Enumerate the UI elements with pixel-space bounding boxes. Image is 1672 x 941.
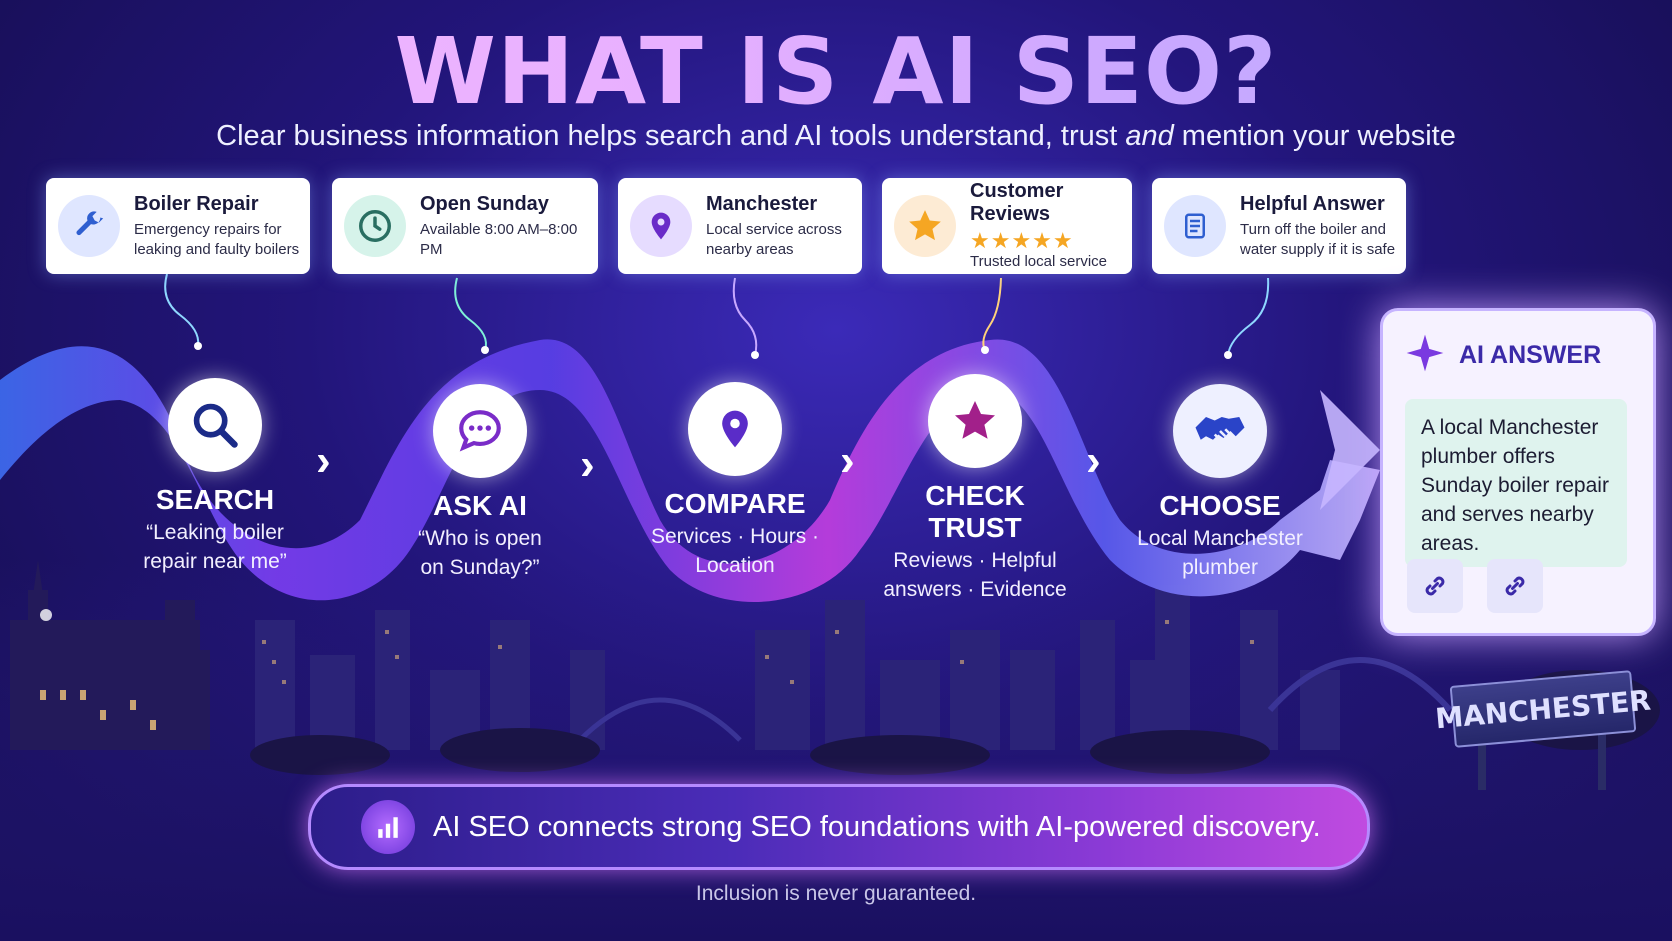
step-description: answers · Evidence — [883, 578, 1067, 601]
step-title: CHECK TRUST — [925, 480, 1025, 543]
step-search: SEARCH “Leaking boiler repair near me” — [120, 378, 310, 574]
card-title: Manchester — [706, 192, 818, 215]
summary-banner: AI SEO connects strong SEO foundations w… — [308, 784, 1370, 870]
card-title: Open Sunday — [420, 192, 549, 215]
chevron-right-icon: › — [840, 436, 855, 485]
step-description: “Leaking boiler — [146, 521, 284, 544]
step-ask-ai: ASK AI “Who is open on Sunday?” — [385, 384, 575, 580]
card-description: Local service across — [706, 220, 842, 238]
arrow-head — [1320, 390, 1380, 510]
page-title: WHAT IS AI SEO? — [0, 22, 1672, 122]
step-title: CHOOSE — [1159, 490, 1281, 521]
step-check-trust: CHECK TRUST Reviews · Helpful answers · … — [878, 374, 1072, 602]
page-subtitle: Clear business information helps search … — [0, 120, 1672, 153]
step-description: Local Manchester — [1137, 527, 1303, 550]
map-pin-icon — [630, 195, 692, 257]
handshake-icon — [1173, 384, 1267, 478]
step-description: plumber — [1182, 556, 1258, 579]
bar-chart-icon — [361, 800, 415, 854]
card-description: water supply if it is safe — [1240, 240, 1396, 258]
disclaimer: Inclusion is never guaranteed. — [695, 882, 977, 905]
step-description: “Who is open — [418, 527, 542, 550]
clock-icon — [344, 195, 406, 257]
step-compare: COMPARE Services · Hours · Location — [640, 382, 830, 578]
step-title: ASK AI — [433, 490, 527, 521]
card-description: Turn off the boiler and — [1240, 220, 1386, 238]
link-icon[interactable] — [1407, 559, 1463, 613]
sparkle-icon — [1405, 333, 1445, 378]
card-description: Trusted local service — [970, 253, 1107, 270]
map-pin-icon — [688, 382, 782, 476]
card-description: nearby areas — [706, 240, 794, 258]
rating-stars: ★★★★★ — [970, 228, 1074, 253]
subtitle-text: Clear business information helps search … — [216, 120, 1126, 152]
card-description: Available 8:00 AM–8:00 PM — [420, 220, 578, 258]
ai-answer-body: A local Manchester plumber offers Sunday… — [1405, 399, 1627, 567]
step-title: COMPARE — [664, 488, 806, 519]
star-icon — [928, 374, 1022, 468]
step-title: SEARCH — [155, 484, 275, 515]
journey-ribbon — [0, 339, 1380, 603]
step-description: on Sunday?” — [420, 556, 540, 579]
info-card-manchester: Manchester Local service across nearby a… — [618, 178, 862, 274]
step-description: Location — [695, 554, 775, 577]
wrench-icon — [58, 195, 120, 257]
info-card-open-sunday: Open Sunday Available 8:00 AM–8:00 PM — [332, 178, 598, 274]
star-icon — [894, 195, 956, 257]
step-choose: CHOOSE Local Manchester plumber — [1125, 384, 1315, 580]
chevron-right-icon: › — [1086, 436, 1101, 485]
card-description: Emergency repairs for — [134, 220, 282, 238]
ai-answer-panel: AI ANSWER A local Manchester plumber off… — [1380, 308, 1656, 636]
card-description: leaking and faulty boilers — [134, 240, 300, 258]
subtitle-emphasis: and — [1125, 120, 1174, 152]
subtitle-text-end: mention your website — [1173, 120, 1456, 152]
document-icon — [1164, 195, 1226, 257]
magnifier-icon — [168, 378, 262, 472]
ai-answer-heading: AI ANSWER — [1459, 341, 1602, 369]
info-card-customer-reviews: Customer Reviews ★★★★★ Trusted local ser… — [882, 178, 1132, 274]
banner-text: AI SEO connects strong SEO foundations w… — [433, 810, 1321, 843]
info-card-helpful-answer: Helpful Answer Turn off the boiler and w… — [1152, 178, 1406, 274]
step-description: repair near me” — [143, 550, 287, 573]
chevron-right-icon: › — [580, 440, 595, 489]
step-description: Reviews · Helpful — [893, 549, 1057, 572]
chat-icon — [433, 384, 527, 478]
link-icon[interactable] — [1487, 559, 1543, 613]
card-title: Customer Reviews — [970, 180, 1064, 225]
card-title: Boiler Repair — [134, 192, 259, 215]
card-title: Helpful Answer — [1240, 192, 1385, 215]
chevron-right-icon: › — [316, 436, 331, 485]
info-card-boiler-repair: Boiler Repair Emergency repairs for leak… — [46, 178, 310, 274]
step-description: Services · Hours · — [650, 525, 820, 548]
